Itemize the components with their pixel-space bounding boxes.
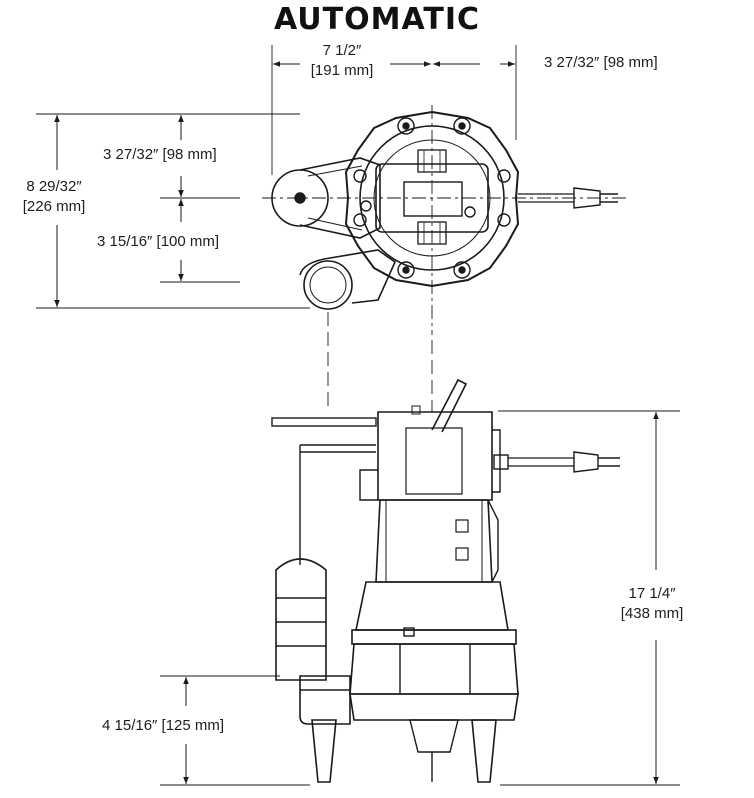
width-total-mm: [191 mm] bbox=[310, 62, 374, 79]
depth-total-mm: [226 mm] bbox=[22, 198, 86, 215]
width-right-dimension: 3 27/32″ [98 mm] bbox=[544, 54, 658, 71]
height-total-dimension: 17 1/4″ [438 mm] bbox=[602, 584, 702, 624]
depth-upper-dimension: 3 27/32″ [98 mm] bbox=[103, 146, 217, 163]
discharge-height-dimension: 4 15/16″ [125 mm] bbox=[102, 717, 225, 734]
height-total-mm: [438 mm] bbox=[620, 605, 684, 622]
depth-lower-dimension: 3 15/16″ [100 mm] bbox=[97, 233, 220, 250]
side-view bbox=[271, 378, 620, 783]
width-total-dimension: 7 1/2″ [191 mm] bbox=[292, 41, 392, 81]
top-view bbox=[262, 105, 630, 335]
page-title: AUTOMATIC bbox=[273, 2, 480, 37]
depth-total-dimension: 8 29/32″ [226 mm] bbox=[8, 177, 100, 217]
height-total-inches: 17 1/4″ bbox=[628, 585, 676, 602]
width-total-inches: 7 1/2″ bbox=[322, 42, 362, 59]
depth-total-inches: 8 29/32″ bbox=[26, 178, 82, 195]
